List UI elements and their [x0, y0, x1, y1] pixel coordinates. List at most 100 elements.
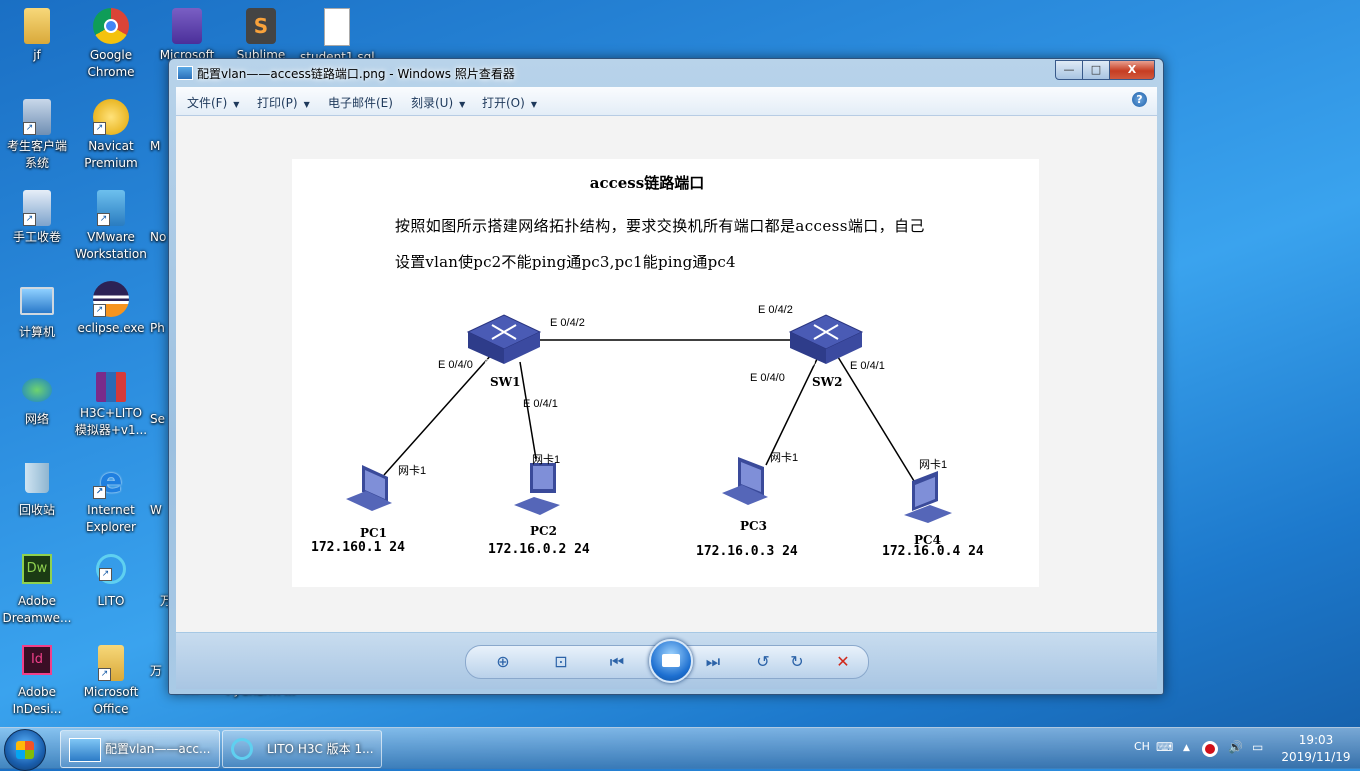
desktop-icon-label: Google Chrome — [87, 48, 135, 79]
pc1-name: PC1 — [360, 526, 387, 540]
desktop-icon-partial-ph[interactable]: Ph — [150, 281, 180, 337]
navicat-icon: ↗ — [93, 99, 129, 135]
start-button[interactable] — [4, 729, 46, 771]
volume-icon[interactable]: 🔊 — [1228, 740, 1243, 754]
dropdown-arrow-icon: ▼ — [303, 100, 310, 109]
desktop-icon-label: Ph — [150, 321, 165, 335]
sw2-port-label: E 0/4/2 — [758, 304, 793, 316]
record-icon[interactable] — [1202, 741, 1218, 757]
desktop-icon-recycle-bin[interactable]: 回收站 — [0, 463, 74, 519]
desktop-icon-office[interactable]: ↗ Microsoft Office — [74, 645, 148, 718]
close-button[interactable]: X — [1109, 60, 1155, 80]
keyboard-icon[interactable]: ⌨ — [1156, 740, 1174, 754]
desktop-icon-label: 考生客户端 系统 — [6, 139, 67, 170]
taskbar-item-label: LITO H3C 版本 1... — [267, 742, 374, 756]
fit-window-icon[interactable]: ⊡ — [554, 652, 568, 671]
menu-label: 文件(F) — [187, 96, 228, 110]
pc3-nic-label: 网卡1 — [770, 452, 799, 464]
desktop-icon-computer[interactable]: 计算机 — [0, 281, 74, 341]
clock-date: 2019/11/19 — [1281, 750, 1351, 764]
rotate-clockwise-icon[interactable]: ↻ — [790, 652, 804, 671]
maximize-button[interactable]: □ — [1082, 60, 1110, 80]
dreamweaver-icon: Dw — [22, 554, 52, 584]
menu-email[interactable]: 电子邮件(E) — [328, 94, 393, 111]
network-icon — [22, 378, 52, 402]
desktop-icon-chrome[interactable]: Google Chrome — [74, 8, 148, 81]
show-hidden-icons-icon[interactable]: ▲ — [1183, 743, 1190, 753]
menu-label: 刻录(U) — [411, 96, 454, 110]
pc4-ip: 172.16.0.4 24 — [882, 544, 984, 559]
menu-open[interactable]: 打开(O)▼ — [482, 94, 537, 111]
desktop-icon-eclipse[interactable]: ↗ eclipse.exe — [74, 281, 148, 337]
taskbar-item-photo-viewer[interactable]: 配置vlan——acc... — [60, 730, 220, 768]
topology-image: access链路端口 按照如图所示搭建网络拓扑结构，要求交换机所有端口都是acc… — [292, 159, 1039, 587]
taskbar-item-lito[interactable]: LITO H3C 版本 1... — [222, 730, 382, 768]
sw1-port-label: E 0/4/2 — [550, 317, 585, 329]
viewer-control-bar: ⊕ ⊡ ⏮ ⏭ ↺ ↻ ✕ — [176, 633, 1157, 689]
desktop-icon-label: Adobe InDesi... — [12, 685, 62, 716]
desktop-icon-partial-m[interactable]: M — [150, 99, 180, 155]
windows-logo-icon — [16, 741, 34, 759]
menu-print[interactable]: 打印(P) ▼ — [257, 94, 310, 111]
language-indicator[interactable]: CH — [1134, 740, 1150, 753]
desktop-icon-jf[interactable]: jf — [0, 8, 74, 64]
slideshow-icon — [662, 654, 680, 667]
menu-burn[interactable]: 刻录(U) ▼ — [411, 94, 465, 111]
help-icon[interactable]: ? — [1132, 92, 1147, 107]
photo-viewer-icon — [69, 738, 101, 762]
desktop-icon-sublime[interactable]: S Sublime — [224, 8, 298, 64]
recycle-bin-icon — [25, 463, 49, 493]
menu-bar: 文件(F)▼ 打印(P) ▼ 电子邮件(E) 刻录(U) ▼ 打开(O)▼ ? — [176, 87, 1157, 116]
zoom-icon[interactable]: ⊕ — [496, 652, 510, 671]
menu-label: 打印(P) — [257, 96, 298, 110]
sw1-port-label: E 0/4/1 — [523, 398, 558, 410]
desktop-icon-manual-collect[interactable]: ↗ 手工收卷 — [0, 190, 74, 246]
manual-collect-icon: ↗ — [23, 190, 51, 226]
winrar-icon — [96, 372, 126, 402]
link-sw1-pc1 — [383, 353, 493, 476]
lito-icon — [231, 738, 253, 760]
computer-icon — [20, 287, 54, 315]
delete-icon[interactable]: ✕ — [836, 652, 850, 671]
desktop-icon-partial-wan2[interactable]: 万 — [150, 663, 180, 680]
minimize-button[interactable]: — — [1055, 60, 1083, 80]
desktop-icon-dreamweaver[interactable]: Dw Adobe Dreamwe... — [0, 554, 74, 627]
pc3-ip: 172.16.0.3 24 — [696, 544, 798, 559]
pc4-name: PC4 — [914, 533, 941, 547]
folder-icon: ↗ — [98, 645, 124, 681]
dropdown-arrow-icon: ▼ — [459, 100, 466, 109]
desktop-icon-lito[interactable]: ↗ LITO — [74, 554, 148, 610]
menu-file[interactable]: 文件(F)▼ — [187, 94, 239, 111]
desktop-icon-ie[interactable]: e↗ Internet Explorer — [74, 463, 148, 536]
image-viewport[interactable]: access链路端口 按照如图所示搭建网络拓扑结构，要求交换机所有端口都是acc… — [176, 116, 1157, 632]
desktop-icon-vmware[interactable]: ↗ VMware Workstation — [74, 190, 148, 263]
desktop-icon-label: 万 — [150, 664, 163, 678]
desktop-icon-exam-client[interactable]: ↗ 考生客户端 系统 — [0, 99, 74, 172]
image-title: access链路端口 — [589, 174, 705, 192]
taskbar: 配置vlan——acc... LITO H3C 版本 1... CH ⌨ ▲ 🔊… — [0, 727, 1360, 771]
photo-viewer-window[interactable]: 配置vlan——access链路端口.png - Windows 照片查看器 —… — [168, 58, 1164, 695]
pc2-ip: 172.16.0.2 24 — [488, 542, 590, 557]
desktop-icon-partial-se[interactable]: Se — [150, 372, 180, 428]
sw1-name: SW1 — [490, 375, 521, 389]
desktop-icon-h3c-lito[interactable]: H3C+LITO 模拟器+v1... — [74, 372, 148, 439]
pc2-nic-label: 网卡1 — [532, 454, 561, 466]
desktop-icon-navicat[interactable]: ↗ Navicat Premium — [74, 99, 148, 172]
switch-sw2-icon: SWITCH — [788, 314, 864, 369]
pc2-name: PC2 — [530, 524, 557, 538]
link-sw1-pc2 — [519, 361, 537, 460]
desktop-icon-network[interactable]: 网络 — [0, 372, 74, 428]
desktop-icon-partial-w[interactable]: W — [150, 463, 180, 519]
clock[interactable]: 19:03 2019/11/19 — [1276, 732, 1356, 766]
rotate-counterclockwise-icon[interactable]: ↺ — [756, 652, 770, 671]
topology-diagram: SWITCH SWITCH — [346, 314, 952, 523]
previous-icon[interactable]: ⏮ — [609, 652, 625, 671]
next-icon[interactable]: ⏭ — [705, 652, 721, 671]
desktop-icon-partial-no[interactable]: No — [150, 190, 180, 246]
network-tray-icon[interactable]: ▭ — [1252, 740, 1264, 754]
slideshow-button[interactable] — [649, 639, 693, 683]
sublime-icon: S — [246, 8, 276, 44]
indesign-icon: Id — [22, 645, 52, 675]
desktop-icon-indesign[interactable]: Id Adobe InDesi... — [0, 645, 74, 718]
pc1-ip: 172.160.1 24 — [311, 540, 405, 555]
